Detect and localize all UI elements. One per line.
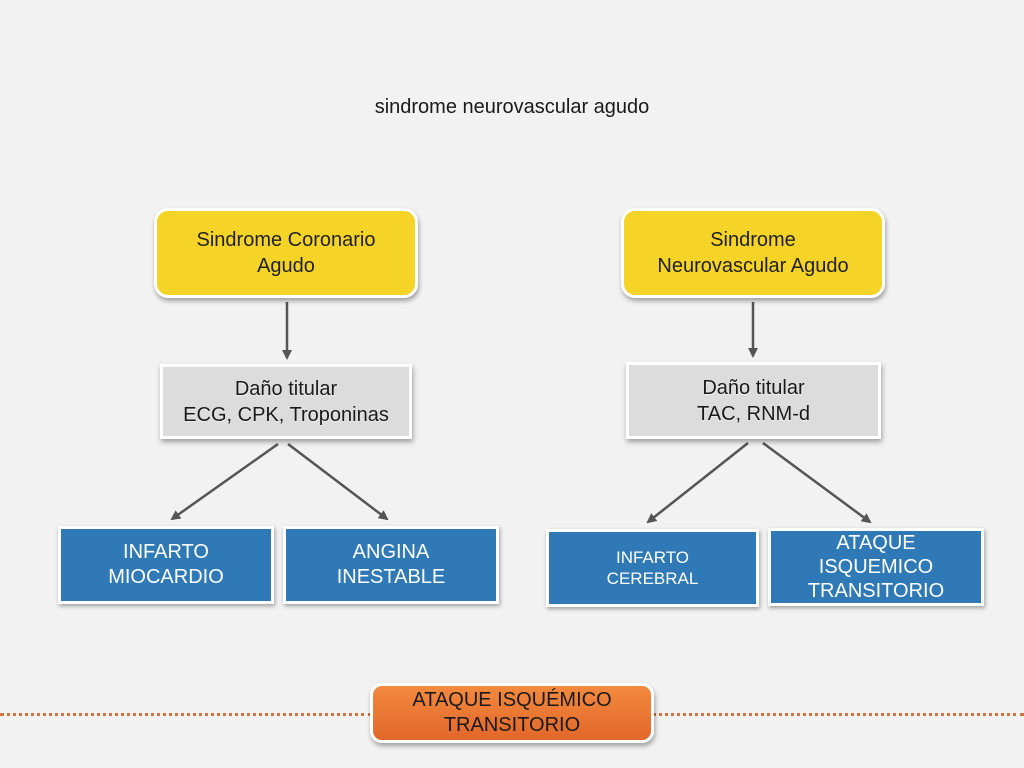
node-sindrome-coronario-agudo: Sindrome Coronario Agudo bbox=[154, 208, 418, 298]
diagram-title: sindrome neurovascular agudo bbox=[374, 96, 650, 118]
dotted-divider-right bbox=[652, 713, 1024, 716]
dotted-divider-left bbox=[0, 713, 372, 716]
node-label: TAC, RNM-d bbox=[697, 402, 810, 425]
footer-label: TRANSITORIO bbox=[443, 714, 581, 736]
node-label: Daño titular bbox=[702, 376, 805, 399]
arrow-left-middle-to-infarto bbox=[170, 442, 279, 521]
node-label: CEREBRAL bbox=[606, 569, 699, 588]
node-label: Neurovascular Agudo bbox=[657, 255, 849, 277]
arrow-right-middle-to-infarto bbox=[646, 442, 749, 524]
node-label: INFARTO bbox=[123, 541, 209, 563]
footer-ataque-isquemico-transitorio: ATAQUE ISQUÉMICO TRANSITORIO bbox=[370, 683, 654, 743]
node-label: ATAQUE bbox=[836, 532, 916, 554]
node-label: Sindrome bbox=[710, 229, 796, 251]
node-label: Agudo bbox=[257, 255, 315, 277]
node-label: ANGINA bbox=[352, 541, 430, 563]
node-label: MIOCARDIO bbox=[108, 566, 224, 588]
node-label: TRANSITORIO bbox=[807, 580, 945, 602]
node-infarto-cerebral: INFARTO CEREBRAL bbox=[546, 529, 759, 607]
node-label: ECG, CPK, Troponinas bbox=[183, 403, 389, 426]
arrow-left-middle-to-angina bbox=[287, 443, 389, 521]
node-label: Daño titular bbox=[234, 377, 338, 400]
footer-label: ATAQUE ISQUÉMICO bbox=[412, 689, 612, 711]
node-infarto-miocardio: INFARTO MIOCARDIO bbox=[58, 526, 274, 604]
node-dano-titular-ecg: Daño titular ECG, CPK, Troponinas bbox=[160, 364, 412, 439]
node-label: ISQUEMICO bbox=[818, 556, 934, 578]
node-angina-inestable: ANGINA INESTABLE bbox=[283, 526, 499, 604]
node-label: INFARTO bbox=[615, 547, 690, 567]
node-label: Sindrome Coronario bbox=[196, 229, 376, 251]
node-sindrome-neurovascular-agudo: Sindrome Neurovascular Agudo bbox=[621, 208, 885, 298]
node-ataque-isquemico-transitorio: ATAQUE ISQUEMICO TRANSITORIO bbox=[768, 528, 984, 606]
node-label: INESTABLE bbox=[336, 566, 446, 588]
node-dano-titular-tac: Daño titular TAC, RNM-d bbox=[626, 362, 881, 439]
arrow-right-middle-to-ataque bbox=[762, 441, 872, 524]
